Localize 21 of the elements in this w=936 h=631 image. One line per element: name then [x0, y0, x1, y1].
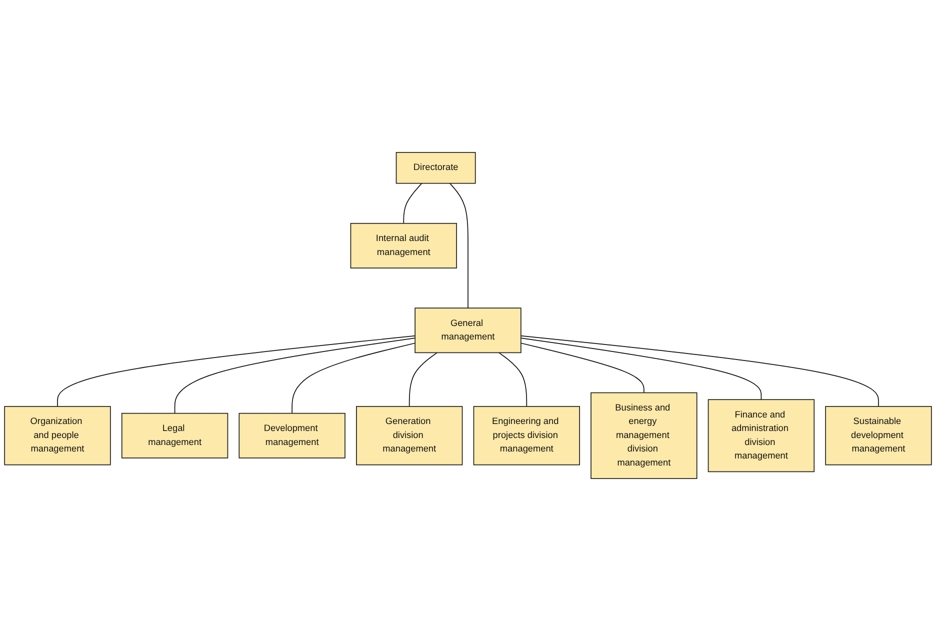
node-box: Directorate	[396, 152, 476, 184]
connector	[403, 182, 422, 224]
connector	[520, 338, 762, 400]
connector	[520, 342, 644, 394]
node-box: Development management	[238, 412, 346, 458]
node-box: Internal audit management	[350, 222, 457, 268]
connector	[292, 342, 416, 414]
node-box: Sustainable development management	[825, 406, 932, 466]
node-box: General management	[414, 308, 522, 354]
node-box: Business and energy management division management	[590, 392, 698, 479]
node-box: Generation division management	[356, 406, 463, 466]
connector	[498, 352, 528, 407]
node-box: Legal management	[121, 412, 228, 458]
connector	[449, 182, 468, 308]
node-box: Engineering and projects division management	[473, 406, 580, 466]
connector	[520, 335, 879, 407]
connector	[174, 338, 416, 414]
connector	[408, 352, 438, 407]
connector	[57, 335, 416, 407]
node-box: Finance and administration division management	[708, 399, 815, 472]
node-box: Organization and people management	[4, 406, 111, 466]
